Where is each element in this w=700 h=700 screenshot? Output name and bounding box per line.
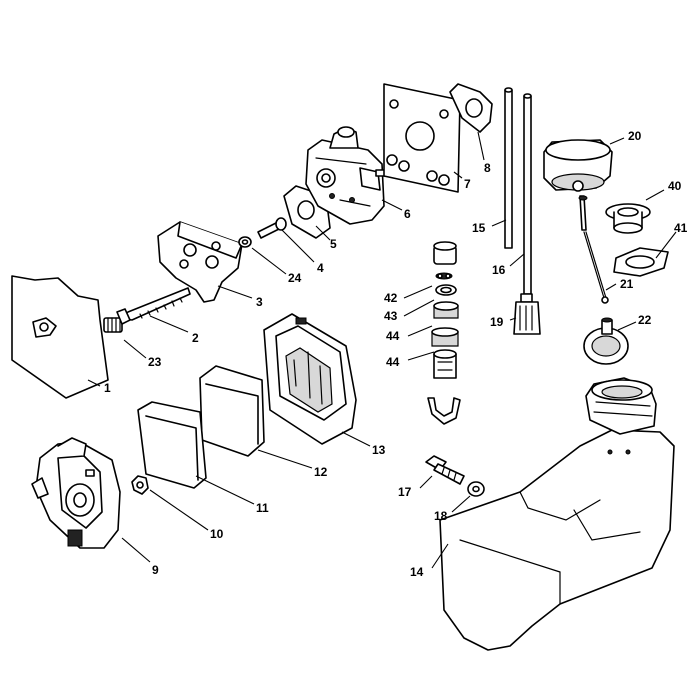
callout-9: 9: [152, 563, 159, 577]
callout-5: 5: [330, 237, 337, 251]
part-21-pickup-line: [583, 231, 609, 304]
callout-7: 7: [464, 177, 471, 191]
part-23-sleeve: [103, 317, 123, 333]
part-44-spacer-b: [427, 327, 461, 425]
part-44-spacer-a: [433, 301, 459, 319]
part-22-weight: [583, 317, 629, 365]
callout-11: 11: [256, 501, 269, 515]
part-40-plug: [605, 203, 651, 234]
part-17-screw: [425, 455, 465, 485]
leader-lines: [87, 131, 677, 569]
part-20-tank-cap: [543, 139, 613, 231]
part-41-ring: [613, 247, 669, 277]
part-43-ring: [435, 284, 457, 296]
callout-42: 42: [384, 291, 398, 305]
callout-labels: 1 2 3 4 5 6 7 8 9 10 11 12 13 14 15 16 1…: [104, 129, 688, 579]
part-4-screw: [257, 217, 287, 239]
callout-22: 22: [638, 313, 652, 327]
callout-12: 12: [314, 465, 328, 479]
callout-18: 18: [434, 509, 448, 523]
part-6-carburetor: [305, 126, 389, 225]
part-2-long-screw: [116, 287, 191, 325]
callout-19: 19: [490, 315, 504, 329]
callout-13: 13: [372, 443, 386, 457]
part-9-carb-cover: [31, 437, 121, 549]
part-14-fuel-tank: [439, 377, 675, 651]
part-11-filter-pad: [137, 401, 207, 489]
callout-14: 14: [410, 565, 424, 579]
callout-1: 1: [104, 381, 111, 395]
callout-2: 2: [192, 331, 199, 345]
part-12-filter: [199, 365, 265, 457]
callout-17: 17: [398, 485, 412, 499]
callout-6: 6: [404, 207, 411, 221]
callout-43: 43: [384, 309, 398, 323]
callout-15: 15: [472, 221, 486, 235]
callout-16: 16: [492, 263, 506, 277]
part-18-washer: [467, 481, 485, 497]
callout-41: 41: [674, 221, 688, 235]
callout-44a: 44: [386, 329, 400, 343]
part-13-filter-housing: [263, 313, 357, 445]
callout-3: 3: [256, 295, 263, 309]
callout-10: 10: [210, 527, 224, 541]
callout-20: 20: [628, 129, 642, 143]
part-24-washer: [238, 236, 252, 248]
part-7-plate: [383, 83, 461, 193]
callout-4: 4: [317, 261, 324, 275]
part-16-fuel-line: [523, 93, 532, 295]
callout-21: 21: [620, 277, 634, 291]
part-8-small-gasket: [449, 83, 493, 133]
part-3-bracket: [157, 221, 243, 303]
callout-8: 8: [484, 161, 491, 175]
callout-40: 40: [668, 179, 682, 193]
part-15-fuel-line: [504, 87, 513, 249]
callout-44b: 44: [386, 355, 400, 369]
callout-24: 24: [288, 271, 302, 285]
part-19-fuel-filter: [513, 293, 541, 335]
part-10-nut: [131, 475, 149, 495]
callout-23: 23: [148, 355, 162, 369]
part-42-valve-cap: [433, 241, 457, 280]
part-1-gasket: [11, 275, 109, 399]
